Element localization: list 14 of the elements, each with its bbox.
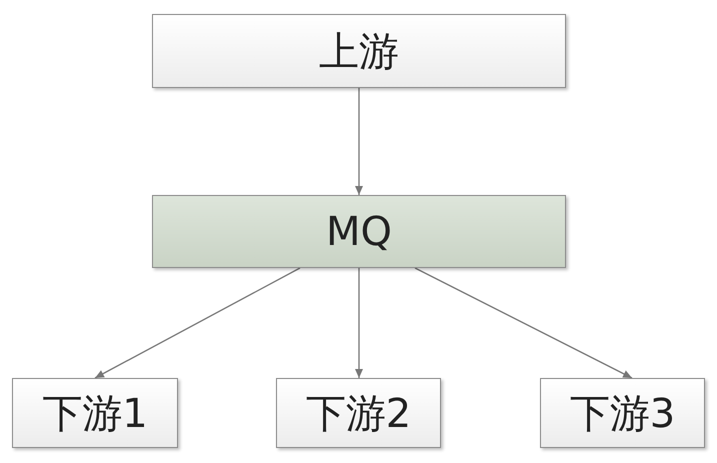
arrow (94, 267, 300, 379)
node-label: 下游1 (42, 390, 148, 438)
process-box (152, 14, 566, 88)
node-label: 下游3 (570, 390, 676, 438)
node-label: 上游 (319, 28, 399, 76)
node-label: MQ (326, 208, 392, 254)
queue-box (152, 195, 566, 268)
node-label: 下游2 (306, 390, 412, 438)
process-box (540, 378, 705, 448)
process-box (12, 378, 178, 448)
process-box (276, 378, 441, 448)
arrow (414, 267, 632, 379)
arrow (355, 88, 363, 195)
arrow (355, 268, 363, 378)
